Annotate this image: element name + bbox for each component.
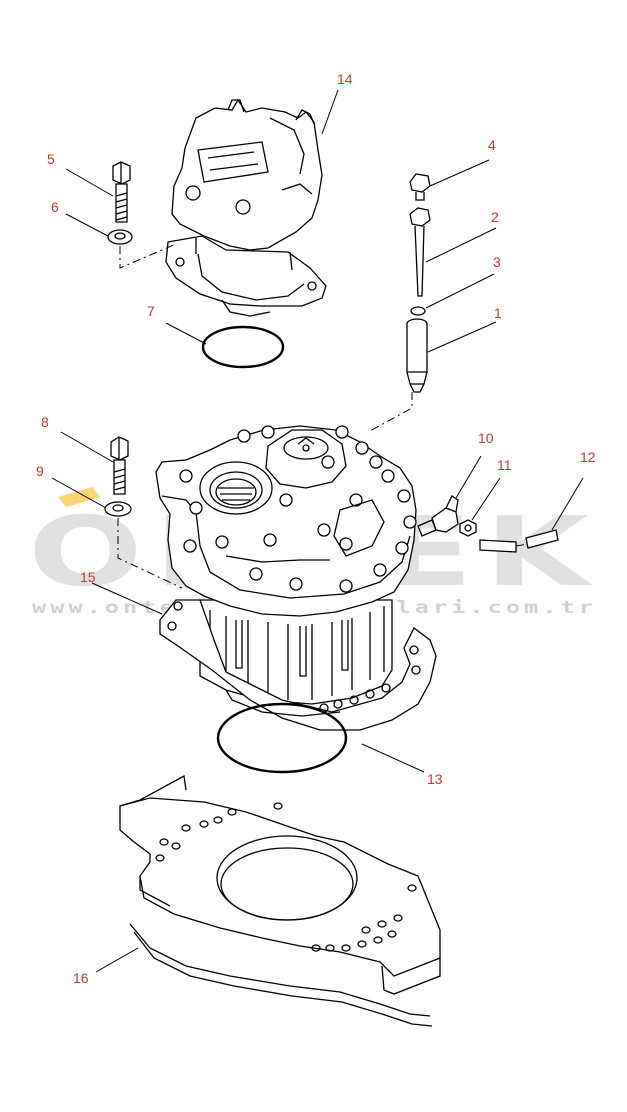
callout-13: 13 bbox=[427, 771, 443, 787]
callout-5: 5 bbox=[47, 151, 55, 167]
callout-7: 7 bbox=[147, 303, 155, 319]
part-3-o-ring bbox=[410, 306, 426, 316]
frame-bolt-holes bbox=[155, 802, 417, 952]
hose-centerline bbox=[515, 543, 529, 547]
callout-9: 9 bbox=[36, 463, 44, 479]
part-7-o-ring bbox=[201, 325, 285, 369]
callout-2: 2 bbox=[491, 209, 499, 225]
callout-6: 6 bbox=[51, 199, 59, 215]
part-8-bolt bbox=[110, 436, 129, 495]
callout-14: 14 bbox=[337, 71, 353, 87]
callout-8: 8 bbox=[41, 414, 49, 430]
part-10-fitting bbox=[417, 495, 459, 537]
part-13-o-ring bbox=[216, 702, 348, 774]
part-9-washer bbox=[104, 501, 132, 517]
part-2-dipstick bbox=[409, 207, 431, 297]
callout-12: 12 bbox=[580, 449, 596, 465]
callout-16: 16 bbox=[73, 970, 89, 986]
part-4-cap bbox=[409, 173, 431, 201]
part-12-hose bbox=[479, 529, 559, 553]
part-15-gear-housing bbox=[155, 425, 437, 731]
part-16-frame-plate bbox=[119, 774, 441, 1027]
part-5-bolt bbox=[112, 161, 131, 223]
callout-3: 3 bbox=[493, 254, 501, 270]
part-11-plug bbox=[459, 519, 477, 537]
gauge-centerline bbox=[367, 392, 413, 433]
bolt-5-centerline bbox=[119, 243, 177, 269]
leader-lines bbox=[51, 89, 584, 973]
part-14-motor bbox=[165, 98, 327, 317]
part-1-tube bbox=[406, 318, 428, 393]
bolt-8-centerline bbox=[117, 518, 183, 589]
callout-4: 4 bbox=[488, 137, 496, 153]
watermark-accent-mark bbox=[58, 487, 100, 507]
callout-10: 10 bbox=[478, 430, 494, 446]
housing-bolt-heads bbox=[179, 425, 417, 593]
callout-11: 11 bbox=[497, 457, 512, 473]
callout-1: 1 bbox=[494, 305, 502, 321]
callout-15: 15 bbox=[80, 569, 96, 585]
callouts: 1 2 3 4 5 6 7 8 9 10 11 12 13 14 15 16 bbox=[36, 71, 596, 986]
part-6-washer bbox=[107, 229, 133, 245]
